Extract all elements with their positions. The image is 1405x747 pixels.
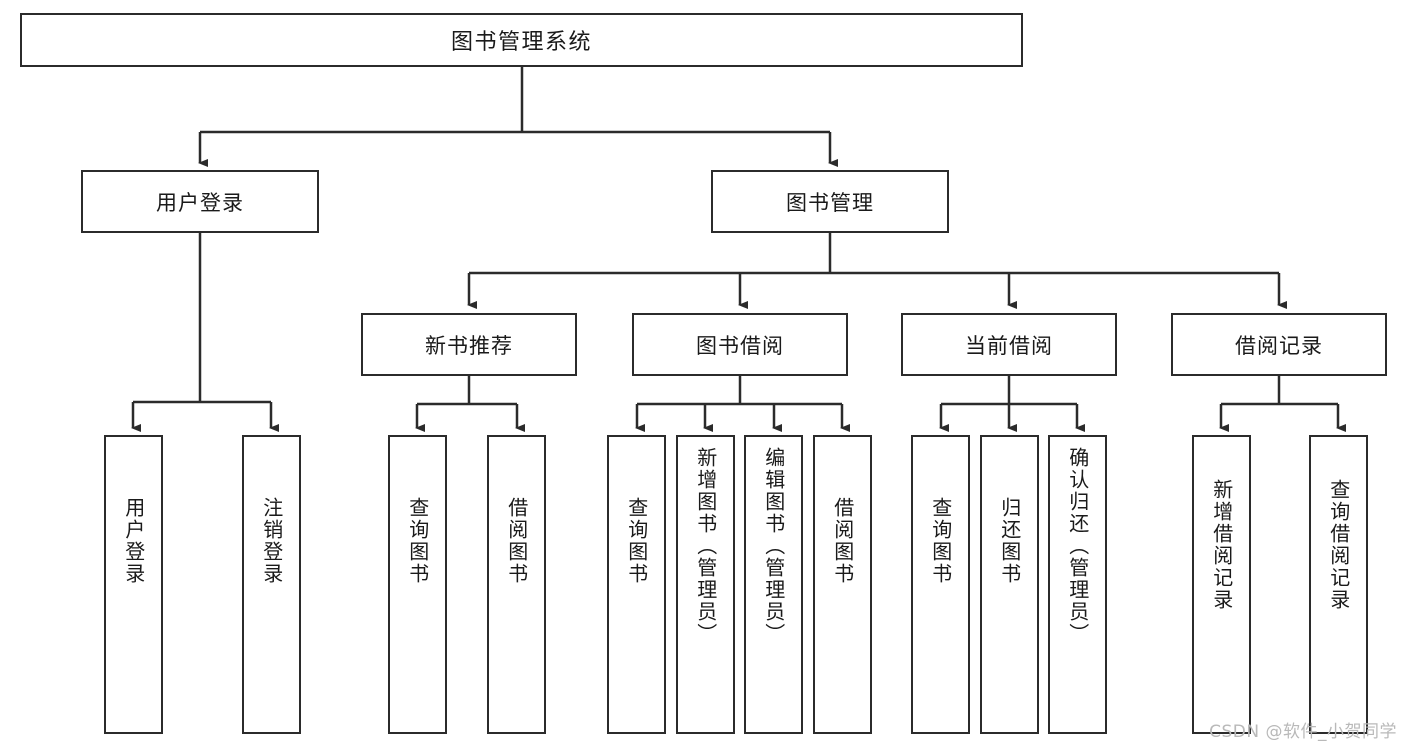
leaf-user-login[interactable]: 用户登录	[104, 435, 163, 734]
leaf-query-book-borrow[interactable]: 查询图书	[607, 435, 666, 734]
leaf-confirm-return-admin[interactable]: 确认归还（管理员）	[1048, 435, 1107, 734]
node-new-book-recommend[interactable]: 新书推荐	[361, 313, 577, 376]
leaf-query-book-current[interactable]: 查询图书	[911, 435, 970, 734]
leaf-logout-login[interactable]: 注销登录	[242, 435, 301, 734]
node-book-borrow[interactable]: 图书借阅	[632, 313, 848, 376]
leaf-label: 归还图书	[997, 497, 1022, 585]
node-borrow-record[interactable]: 借阅记录	[1171, 313, 1387, 376]
leaf-label: 编辑图书（管理员）	[761, 447, 786, 645]
leaf-add-borrow-record[interactable]: 新增借阅记录	[1192, 435, 1251, 734]
node-root-book-management-system[interactable]: 图书管理系统	[20, 13, 1023, 67]
leaf-edit-book-admin[interactable]: 编辑图书（管理员）	[744, 435, 803, 734]
leaf-label: 查询借阅记录	[1326, 479, 1351, 611]
leaf-label: 查询图书	[405, 497, 430, 585]
node-label: 图书借阅	[696, 333, 784, 358]
leaf-label: 借阅图书	[504, 497, 529, 585]
node-label: 图书管理	[786, 190, 874, 215]
watermark: CSDN @软件_小贺同学	[1209, 722, 1397, 742]
node-label: 用户登录	[156, 190, 244, 215]
leaf-label: 查询图书	[624, 497, 649, 585]
leaf-label: 查询图书	[928, 497, 953, 585]
leaf-query-book-recommend[interactable]: 查询图书	[388, 435, 447, 734]
node-label: 新书推荐	[425, 333, 513, 358]
leaf-label: 用户登录	[121, 497, 146, 585]
node-book-management[interactable]: 图书管理	[711, 170, 949, 233]
leaf-label: 借阅图书	[830, 497, 855, 585]
leaf-label: 注销登录	[259, 497, 284, 585]
leaf-borrow-book-recommend[interactable]: 借阅图书	[487, 435, 546, 734]
leaf-add-book-admin[interactable]: 新增图书（管理员）	[676, 435, 735, 734]
node-current-borrow[interactable]: 当前借阅	[901, 313, 1117, 376]
leaf-label: 新增借阅记录	[1209, 479, 1234, 611]
leaf-return-book[interactable]: 归还图书	[980, 435, 1039, 734]
leaf-borrow-book[interactable]: 借阅图书	[813, 435, 872, 734]
node-label: 借阅记录	[1235, 333, 1323, 358]
node-label: 图书管理系统	[450, 30, 592, 55]
leaf-label: 确认归还（管理员）	[1065, 447, 1090, 645]
leaf-label: 新增图书（管理员）	[693, 447, 718, 645]
node-label: 当前借阅	[965, 333, 1053, 358]
leaf-query-borrow-record[interactable]: 查询借阅记录	[1309, 435, 1368, 734]
node-user-login[interactable]: 用户登录	[81, 170, 319, 233]
